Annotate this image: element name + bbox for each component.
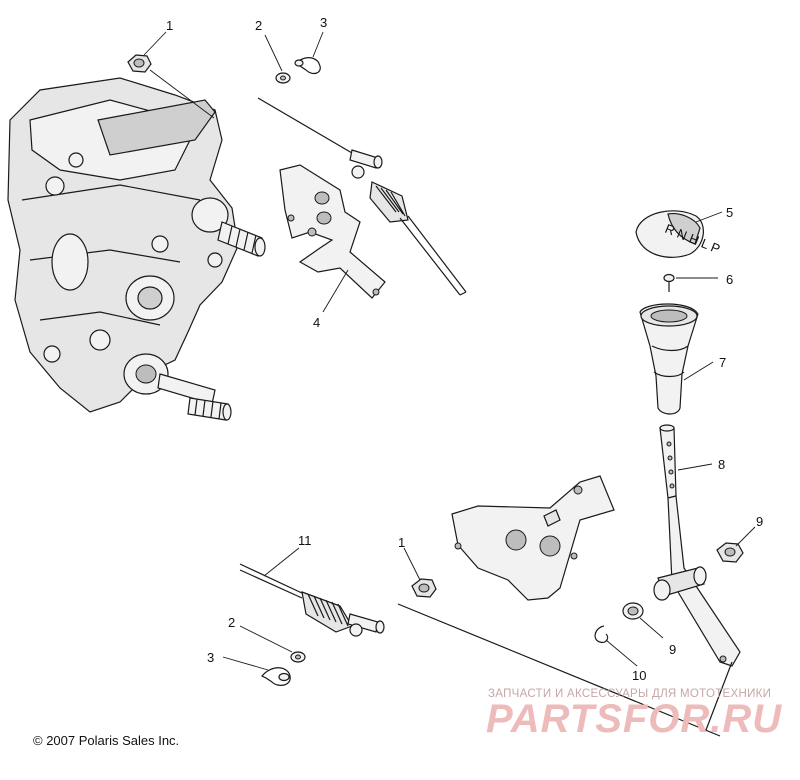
callout-8: 8 (718, 457, 725, 472)
callout-5: 5 (726, 205, 733, 220)
washer-2-lower (290, 651, 306, 663)
watermark-tagline: ЗАПЧАСТИ И АКСЕССУАРЫ ДЛЯ МОТОТЕХНИКИ (488, 688, 772, 700)
bracket-4 (279, 164, 386, 299)
nut-1-top (127, 54, 152, 73)
bushing-9-lower (622, 602, 644, 620)
callout-10: 10 (632, 668, 646, 683)
clip-3-top (294, 57, 321, 75)
callout-6: 6 (726, 272, 733, 287)
callout-4: 4 (313, 315, 320, 330)
copyright-text: © 2007 Polaris Sales Inc. (33, 733, 180, 748)
callout-2-lower: 2 (228, 615, 235, 630)
callout-9-lower: 9 (669, 642, 676, 657)
washer-2-top (275, 72, 291, 84)
screw-6 (663, 273, 675, 292)
watermark-logo: PARTSFOR.RU (486, 697, 783, 741)
lower-shift-cable-11 (239, 563, 733, 737)
callout-9-upper: 9 (756, 514, 763, 529)
shift-boot-7 (639, 303, 699, 415)
callout-numbers: 1 2 3 4 5 6 7 8 9 11 1 2 3 9 10 (166, 15, 763, 683)
shift-lever-8 (653, 424, 741, 667)
callout-1-top: 1 (166, 18, 173, 33)
callout-2-top: 2 (255, 18, 262, 33)
shift-knob-5: R N H L P (635, 210, 722, 258)
lower-bracket (451, 475, 615, 601)
clip-3-lower (261, 667, 291, 686)
nut-9-right (716, 542, 744, 563)
transmission-assembly (7, 77, 266, 421)
callout-7: 7 (719, 355, 726, 370)
e-clip-10 (594, 625, 609, 643)
leader-lines (143, 31, 756, 671)
upper-shift-cable (257, 97, 467, 296)
callout-11: 11 (298, 533, 312, 548)
callout-3-top: 3 (320, 15, 327, 30)
nut-1-lower (411, 578, 437, 598)
callout-1-lower: 1 (398, 535, 405, 550)
callout-3-lower: 3 (207, 650, 214, 665)
